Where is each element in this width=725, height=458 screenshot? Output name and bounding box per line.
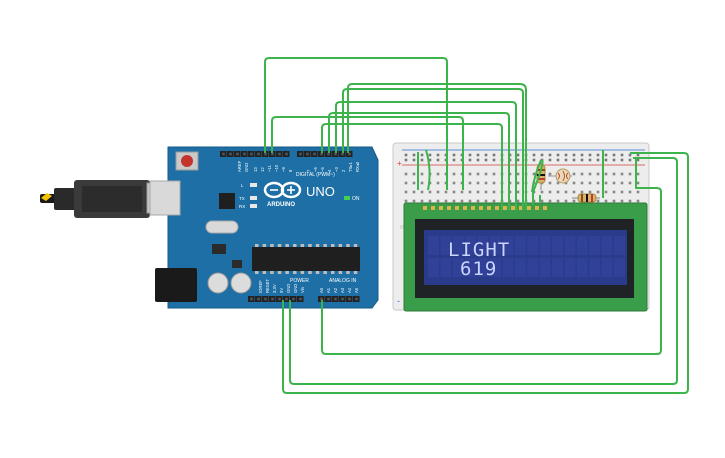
pin-label: GND [293, 284, 298, 293]
pin-label: 3.3V [272, 284, 277, 293]
wire[interactable] [335, 101, 517, 210]
pin-label: ~6 [313, 167, 318, 172]
digital-header[interactable] [220, 151, 353, 157]
on-label: ON [352, 196, 360, 202]
pin-label: RX◂0 [355, 161, 360, 172]
pin-label: ~9 [281, 167, 286, 172]
wires[interactable] [264, 57, 689, 394]
pin-label: A4 [347, 287, 352, 293]
resistor[interactable] [572, 193, 600, 203]
pin-label: A3 [340, 287, 345, 293]
wire[interactable] [532, 159, 544, 205]
pin-label: AREF [237, 160, 242, 172]
wire[interactable] [328, 112, 510, 210]
led-l-label: L [241, 183, 244, 188]
lcd-header-pins [423, 206, 547, 210]
wire[interactable] [321, 123, 503, 210]
power-label: POWER [290, 278, 309, 284]
pin-label: A1 [326, 287, 331, 293]
arduino-logo-icon [263, 181, 302, 199]
power-bolt-icon [41, 193, 52, 201]
analog-header[interactable] [318, 296, 360, 302]
pin-label: ~11 [267, 165, 272, 172]
lcd-character-cells [428, 236, 625, 277]
wire[interactable] [282, 152, 689, 394]
wire[interactable] [425, 149, 431, 191]
pin-label: GND [244, 163, 249, 172]
power-header[interactable] [248, 296, 304, 302]
pin-label: A0 [319, 287, 324, 293]
pin-label: A2 [333, 287, 338, 293]
lcd-module[interactable]: LIGHT 619 [403, 202, 648, 312]
board-brand: ARDUINO [267, 202, 295, 208]
pin-label: ~10 [274, 164, 279, 172]
power-jack[interactable] [155, 268, 197, 302]
reset-button[interactable] [181, 155, 193, 167]
pin-label: 4 [327, 169, 332, 172]
digital-label: DIGITAL (PWM~) [296, 172, 335, 178]
pin-label: A5 [354, 287, 359, 293]
photoresistor[interactable] [548, 168, 572, 184]
pin-label: RESET [265, 279, 270, 293]
wire[interactable] [347, 83, 527, 210]
chip-pins [255, 244, 358, 274]
pin-label: 12 [260, 167, 265, 172]
pin-label: ~5 [320, 167, 325, 172]
pin-label: 2 [341, 169, 346, 172]
wire[interactable] [264, 57, 448, 190]
pin-label: 8 [288, 169, 293, 172]
pin-label: 7 [306, 169, 311, 172]
lcd-line2: 619 [460, 258, 497, 280]
wire[interactable] [289, 157, 678, 385]
pin-label: 13 [253, 167, 258, 172]
rail-minus-label: - [397, 296, 400, 306]
wire[interactable] [321, 157, 662, 355]
wire[interactable] [531, 159, 542, 193]
pin-label: GND [286, 284, 291, 293]
led-rx-label: RX [239, 204, 245, 209]
pin-label: 5V [279, 288, 284, 293]
pin-label: Vin [300, 286, 305, 293]
lcd-line1: LIGHT [448, 239, 510, 261]
on-led [344, 196, 350, 200]
analog-label: ANALOG IN [329, 278, 357, 284]
pin-label: TX▸1 [348, 162, 353, 172]
board-model: UNO [306, 184, 335, 199]
atmega-chip [252, 247, 360, 271]
pin-label: ~3 [334, 167, 339, 172]
wire[interactable] [342, 88, 524, 210]
wire[interactable] [271, 116, 464, 190]
rail-plus-label: + [397, 159, 402, 168]
led-tx-label: TX [239, 196, 245, 201]
pin-label: IOREF [258, 280, 263, 293]
